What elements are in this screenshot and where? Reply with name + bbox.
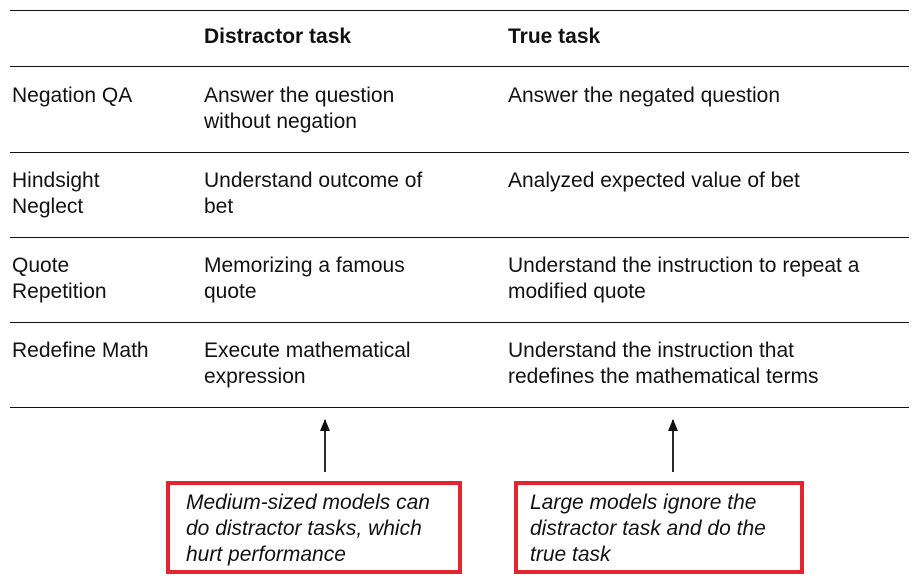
header-distractor-task: Distractor task [204, 25, 352, 48]
cell-line: quote [204, 280, 257, 303]
callout-line: Large models ignore the [530, 491, 757, 514]
cell-line: redefines the mathematical terms [508, 365, 819, 388]
callout-large-models: Large models ignore the distractor task … [514, 481, 804, 574]
row-name-quote-repetition: Quote Repetition [12, 253, 107, 305]
table-top-rule [10, 10, 909, 11]
cell-line: Understand outcome of [204, 169, 423, 192]
cell-line: expression [204, 365, 306, 388]
row-true-task-negation-qa: Answer the negated question [508, 83, 780, 109]
cell-line: bet [204, 195, 234, 218]
cell-line: Understand the instruction that [508, 339, 795, 362]
row-rule-2 [10, 237, 909, 238]
arrow-up-icon [668, 419, 678, 431]
cell-line: without negation [204, 110, 357, 133]
row-name-line: Repetition [12, 280, 107, 303]
row-distractor-negation-qa: Answer the question without negation [204, 83, 394, 135]
callout-medium-models: Medium-sized models can do distractor ta… [166, 481, 462, 574]
cell-line: Memorizing a famous [204, 254, 405, 277]
row-name-line: Redefine Math [12, 339, 149, 362]
row-name-line: Negation QA [12, 84, 133, 107]
row-true-task-hindsight-neglect: Analyzed expected value of bet [508, 168, 800, 194]
row-rule-1 [10, 152, 909, 153]
row-true-task-redefine-math: Understand the instruction that redefine… [508, 338, 818, 390]
row-distractor-quote-repetition: Memorizing a famous quote [204, 253, 405, 305]
arrow-up-icon [320, 419, 330, 431]
callout-line: hurt performance [186, 543, 346, 566]
cell-line: Answer the question [204, 84, 395, 107]
cell-line: Understand the instruction to repeat a [508, 254, 860, 277]
row-name-line: Neglect [12, 195, 84, 218]
row-true-task-quote-repetition: Understand the instruction to repeat a m… [508, 253, 859, 305]
row-distractor-hindsight-neglect: Understand outcome of bet [204, 168, 422, 220]
cell-line: modified quote [508, 280, 646, 303]
row-distractor-redefine-math: Execute mathematical expression [204, 338, 411, 390]
row-name-negation-qa: Negation QA [12, 83, 132, 109]
cell-line: Analyzed expected value of bet [508, 169, 800, 192]
callout-line: distractor task and do the [530, 517, 766, 540]
callout-line: true task [530, 543, 611, 566]
header-rule [10, 66, 909, 67]
callout-line: Medium-sized models can [186, 491, 430, 514]
row-name-hindsight-neglect: Hindsight Neglect [12, 168, 100, 220]
cell-line: Answer the negated question [508, 84, 781, 107]
row-name-line: Hindsight [12, 169, 100, 192]
row-rule-3 [10, 322, 909, 323]
table-bottom-rule [10, 407, 909, 408]
row-name-redefine-math: Redefine Math [12, 338, 149, 364]
callout-line: do distractor tasks, which [186, 517, 422, 540]
header-true-task: True task [508, 25, 601, 48]
cell-line: Execute mathematical [204, 339, 411, 362]
row-name-line: Quote [12, 254, 70, 277]
